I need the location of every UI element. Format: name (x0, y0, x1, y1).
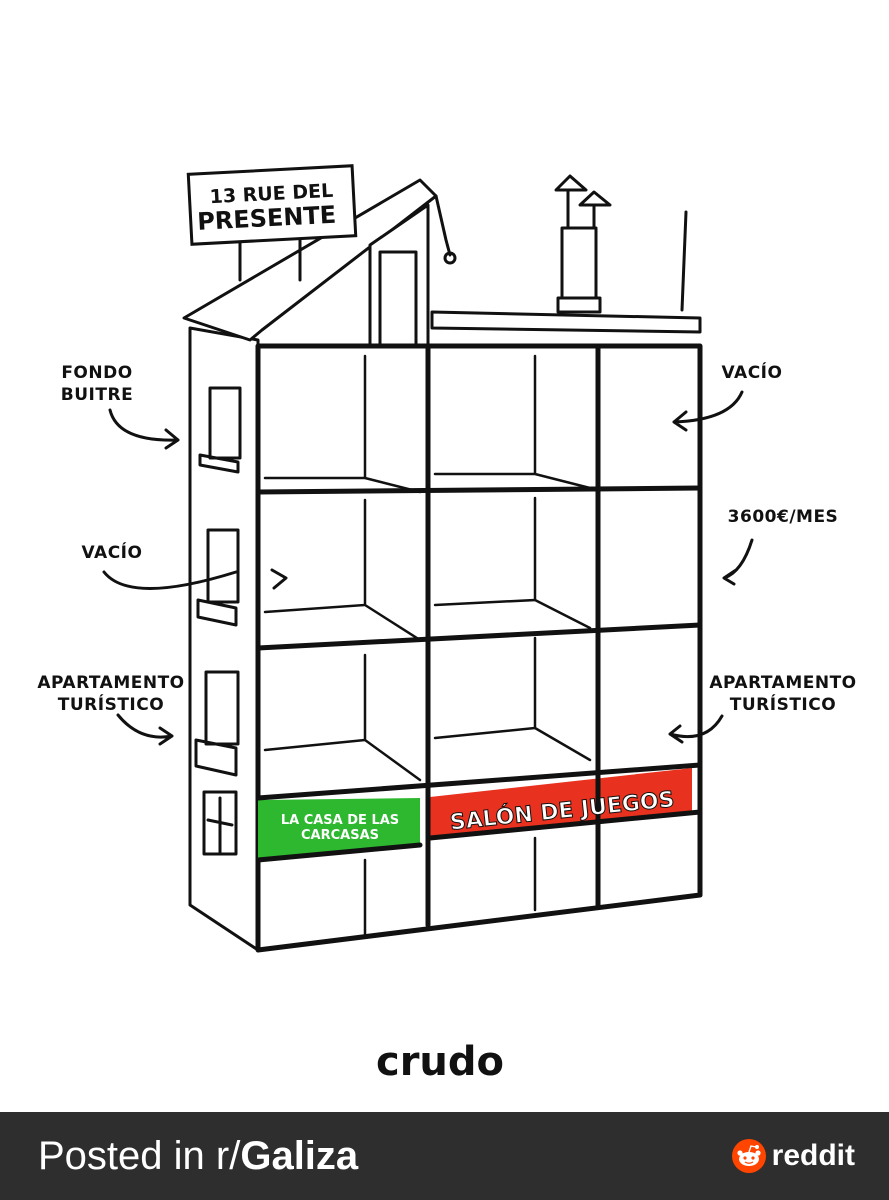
label-apartamento-right-line1: APARTAMENTO (709, 673, 857, 693)
subreddit-name[interactable]: Galiza (240, 1133, 359, 1178)
label-apartamento-left-line1: APARTAMENTO (37, 673, 185, 693)
label-fondo-buitre-line2: BUITRE (60, 385, 134, 405)
label-fondo-buitre-line1: FONDO (61, 363, 133, 383)
label-price: 3600€/MES (727, 507, 839, 527)
label-apartamento-left-line2: TURÍSTICO (57, 695, 165, 715)
artist-signature: crudo (376, 1039, 504, 1085)
label-apartamento-left: APARTAMENTO TURÍSTICO (26, 672, 196, 716)
label-apartamento-right: APARTAMENTO TURÍSTICO (698, 672, 868, 716)
label-vacio-left: VACÍO (81, 543, 143, 563)
building-illustration: 13 RUE DEL PRESENTE LA CASA DE LAS CARCA… (102, 164, 754, 1085)
reddit-brand[interactable]: reddit (731, 1139, 855, 1173)
posted-prefix: Posted in r/ (38, 1133, 241, 1178)
posted-in-text[interactable]: Posted in r/Galiza (38, 1134, 358, 1179)
reddit-wordmark: reddit (771, 1139, 855, 1172)
reddit-footer-bar: Posted in r/Galiza reddit (0, 1112, 889, 1200)
label-vacio-right: VACÍO (721, 363, 783, 383)
label-apartamento-right-line2: TURÍSTICO (729, 695, 837, 715)
label-fondo-buitre: FONDO BUITRE (42, 362, 152, 406)
shop-casa-line1: LA CASA DE LAS (281, 813, 399, 828)
reddit-logo-icon (731, 1139, 766, 1173)
shop-casa-line2: CARCASAS (301, 828, 379, 843)
